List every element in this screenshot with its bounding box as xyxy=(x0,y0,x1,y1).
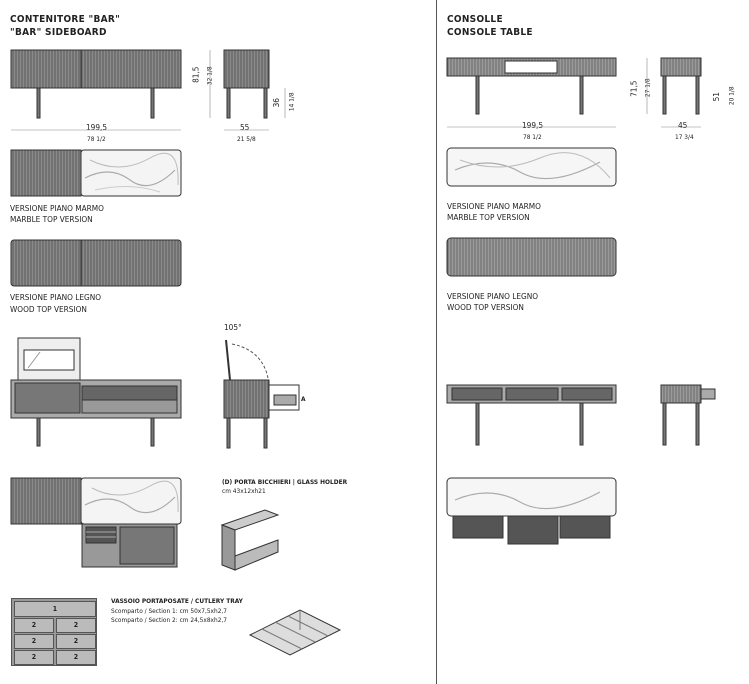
sideboard-wood-label-it: VERSIONE PIANO LEGNO xyxy=(10,292,102,302)
console-marble-label-it: VERSIONE PIANO MARMO xyxy=(447,201,541,211)
console-open-view xyxy=(446,384,617,446)
tray-cell-top: 1 xyxy=(14,601,96,617)
sideboard-depth-cm: 55 xyxy=(240,122,250,132)
sideboard-open-side xyxy=(223,339,300,449)
sideboard-title-en: "BAR" SIDEBOARD xyxy=(10,27,107,38)
console-width-in: 78 1/2 xyxy=(523,133,542,141)
console-wood-top xyxy=(446,237,617,277)
label-a-side: A xyxy=(301,395,306,403)
console-depth-in: 17 3/4 xyxy=(675,133,694,141)
sideboard-title-it: CONTENITORE "BAR" xyxy=(10,14,121,25)
glass-holder-drawing xyxy=(220,509,280,571)
console-width-cm: 199,5 xyxy=(522,120,544,130)
glass-holder-title: (D) PORTA BICCHIERI | GLASS HOLDER xyxy=(222,478,348,486)
console-marble-open xyxy=(446,477,617,545)
tray-grid: 1 2 2 2 2 2 2 xyxy=(11,598,97,666)
cutlery-section-2: Scomparto / Section 2: cm 24,5x8xh2,7 xyxy=(111,616,228,624)
console-title-it: CONSOLLE xyxy=(447,14,503,25)
console-wood-label-en: WOOD TOP VERSION xyxy=(447,302,524,312)
console-marble-top xyxy=(446,147,617,187)
sideboard-marble-open xyxy=(10,477,182,568)
sideboard-wood-label-en: WOOD TOP VERSION xyxy=(10,304,87,314)
tray-cell: 2 xyxy=(14,618,54,633)
tray-cell: 2 xyxy=(56,650,96,665)
cutlery-section-1: Scomparto / Section 1: cm 50x7,5xh2,7 xyxy=(111,607,228,615)
cutlery-tray-drawing xyxy=(248,609,342,656)
sideboard-width-cm: 199,5 xyxy=(86,122,108,132)
sideboard-marble-top xyxy=(10,149,182,197)
tray-cell: 2 xyxy=(56,618,96,633)
console-front-view xyxy=(446,57,617,115)
sideboard-wood-top xyxy=(10,239,182,287)
door-angle-label: 105° xyxy=(224,322,242,332)
sideboard-marble-label-it: VERSIONE PIANO MARMO xyxy=(10,203,104,213)
sideboard-front-view xyxy=(10,49,182,119)
sideboard-marble-label-en: MARBLE TOP VERSION xyxy=(10,214,93,224)
console-open-side xyxy=(660,384,716,446)
sideboard-side-view xyxy=(223,49,270,119)
console-marble-label-en: MARBLE TOP VERSION xyxy=(447,212,530,222)
tray-cell: 2 xyxy=(56,634,96,649)
console-depth-cm: 45 xyxy=(678,120,688,130)
sideboard-depth-in: 21 5/8 xyxy=(237,135,256,143)
glass-holder-dims: cm 43x12xh21 xyxy=(222,487,266,495)
column-divider xyxy=(436,0,437,684)
tray-cell: 2 xyxy=(14,650,54,665)
console-side-view xyxy=(660,57,702,115)
sideboard-width-in: 78 1/2 xyxy=(87,135,106,143)
cutlery-tray-title: VASSOIO PORTAPOSATE / CUTLERY TRAY xyxy=(111,597,243,605)
tray-cell: 2 xyxy=(14,634,54,649)
console-wood-label-it: VERSIONE PIANO LEGNO xyxy=(447,291,539,301)
sideboard-open-view xyxy=(10,337,182,447)
console-title-en: CONSOLE TABLE xyxy=(447,27,533,38)
